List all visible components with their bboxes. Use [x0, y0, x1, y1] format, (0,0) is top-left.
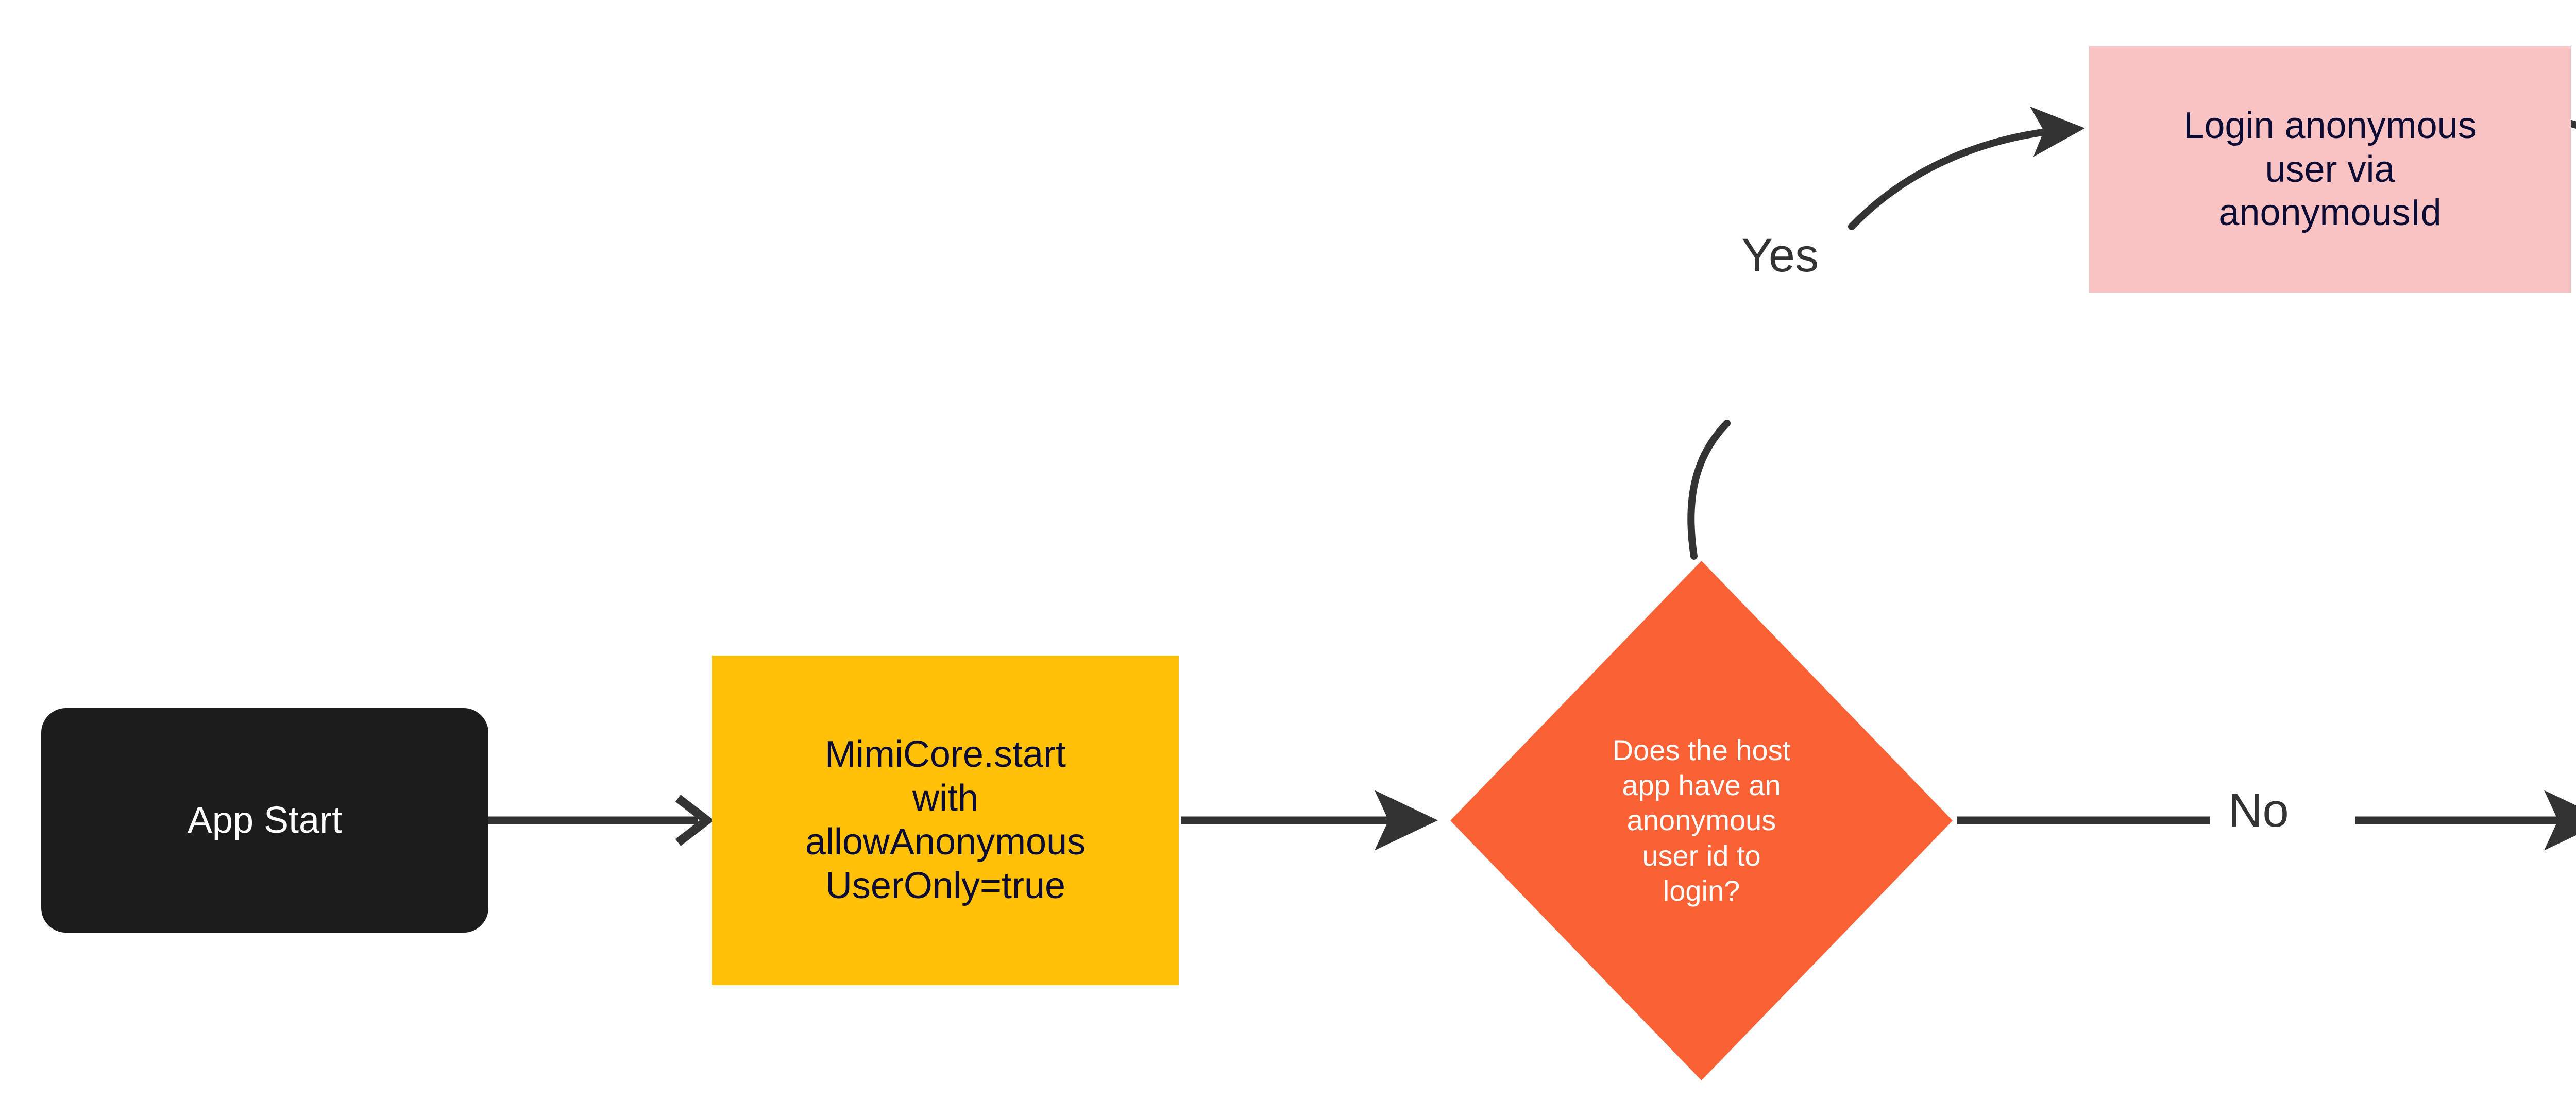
node-login-anonymous[interactable]: Login anonymous user via anonymousId [2089, 46, 2571, 293]
edge-label-yes: Yes [1741, 229, 1819, 282]
edge-label-no: No [2228, 784, 2289, 837]
node-mimicore-start[interactable]: MimiCore.start with allowAnonymous UserO… [712, 656, 1179, 985]
node-decision-anonymous-id-label: Does the host app have an anonymous user… [1612, 733, 1791, 907]
node-login-anonymous-label: Login anonymous user via anonymousId [2183, 105, 2477, 234]
node-app-start-label: App Start [187, 799, 343, 841]
node-mimicore-start-label: MimiCore.start with allowAnonymous UserO… [805, 734, 1086, 906]
edge-decision-yes-to-login [1687, 106, 2085, 560]
edge-app-start-to-mimicore [488, 795, 714, 846]
node-app-start[interactable]: App Start [41, 708, 488, 933]
node-decision-anonymous-id[interactable]: Does the host app have an anonymous user… [1450, 561, 1953, 1080]
